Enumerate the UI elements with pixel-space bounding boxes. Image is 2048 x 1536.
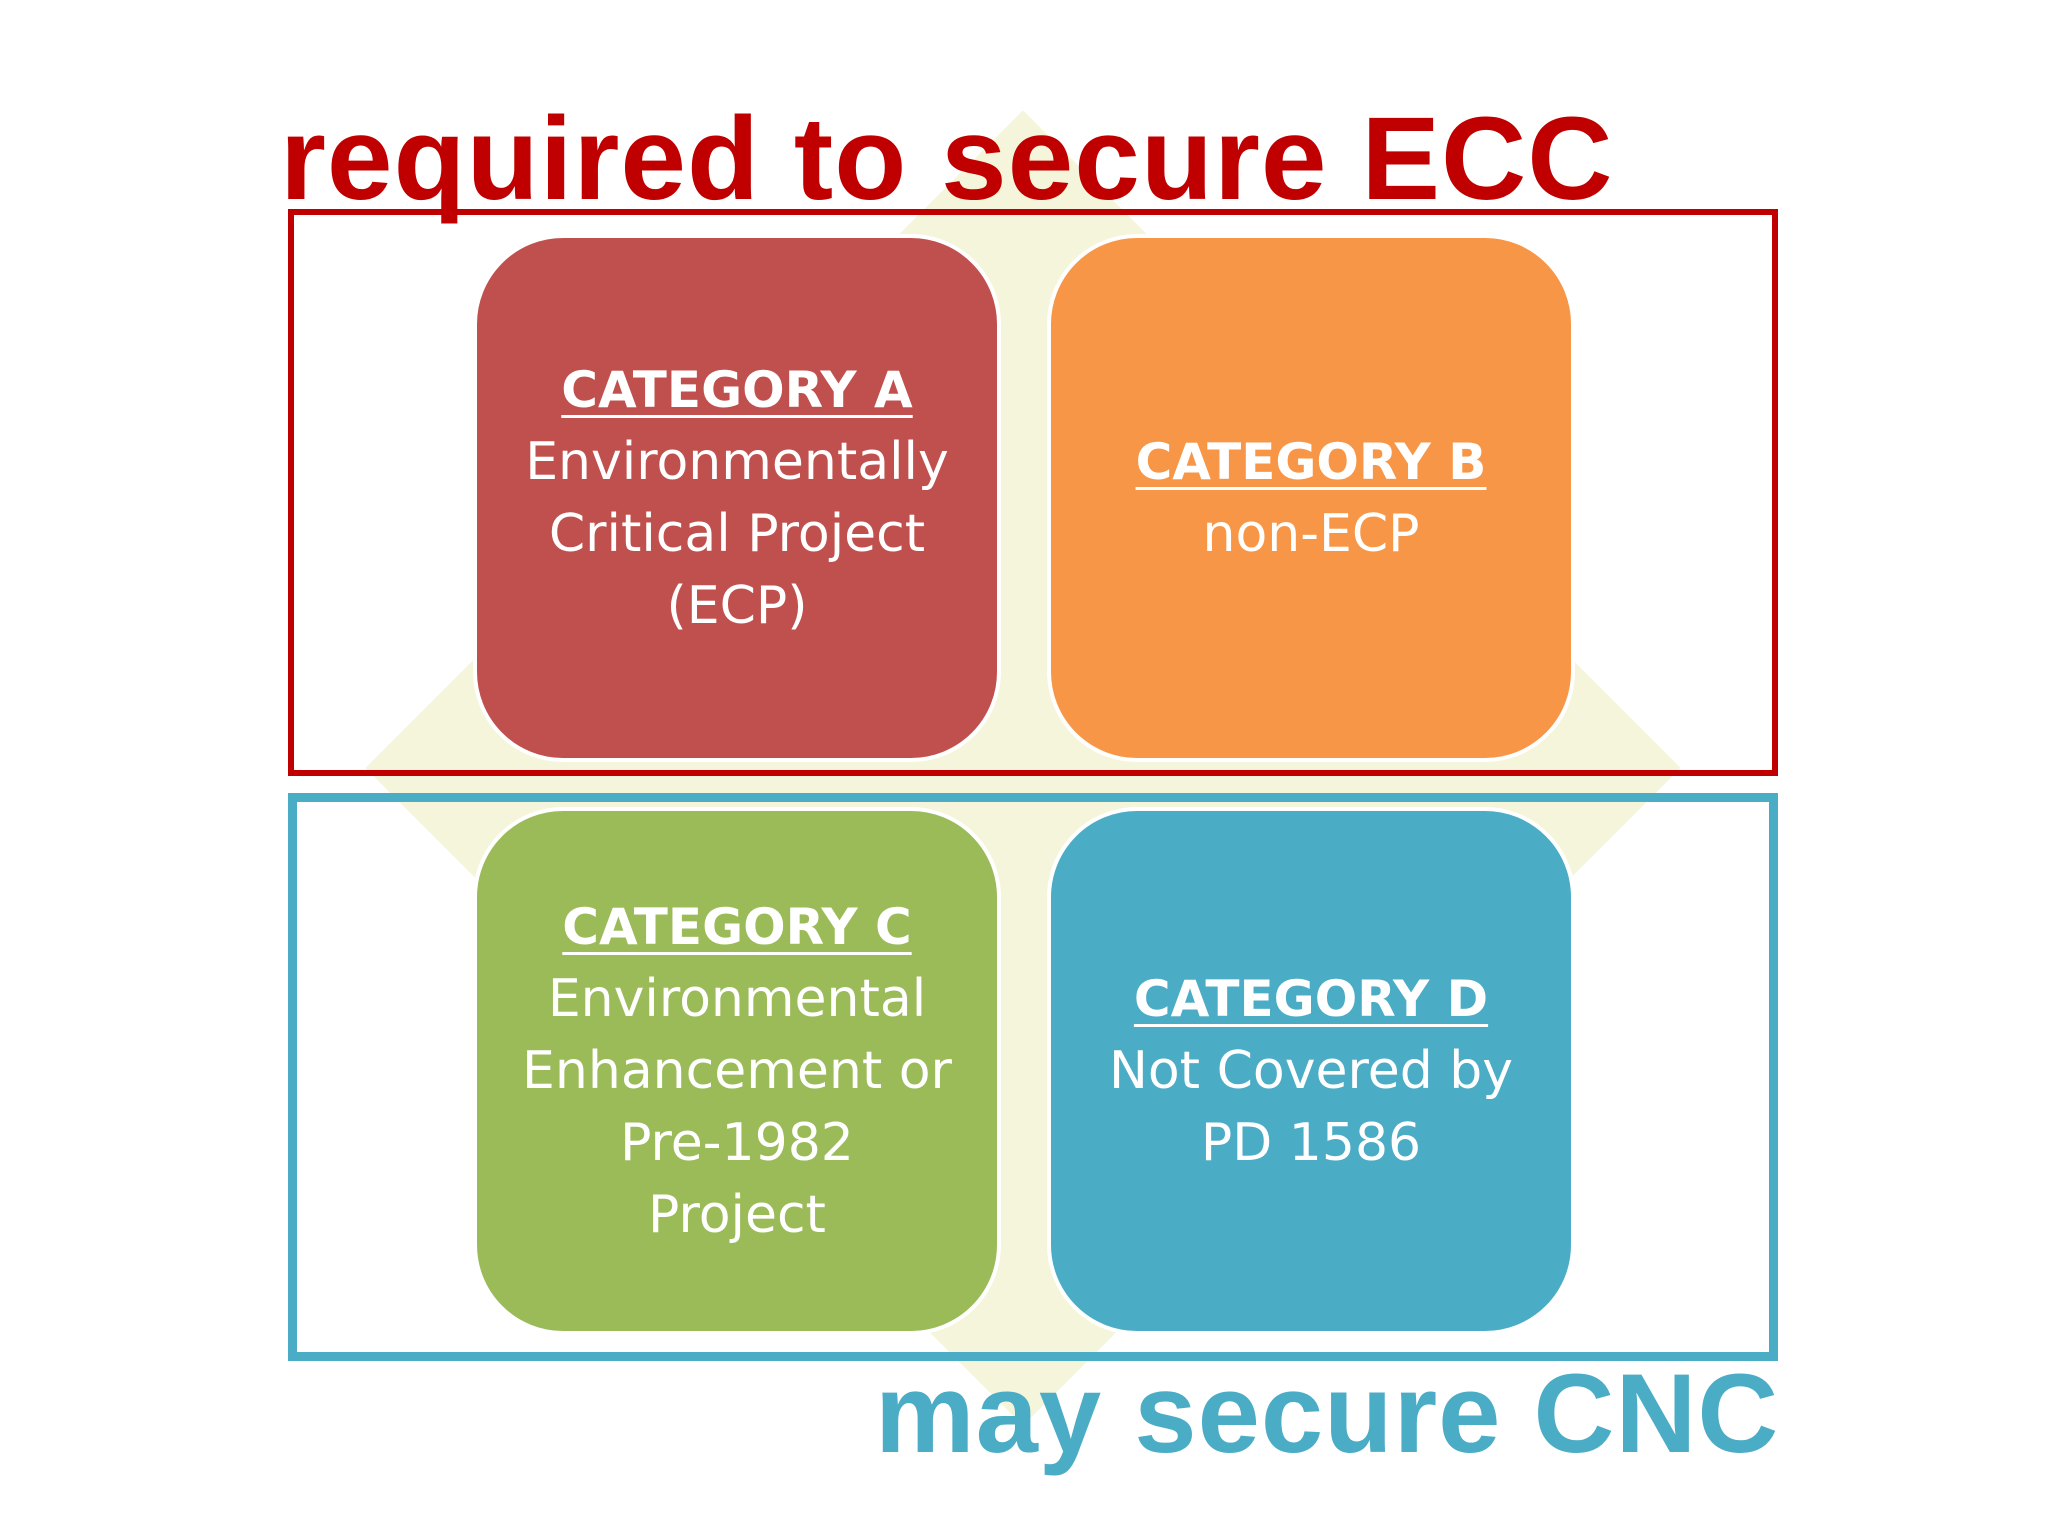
category-d-card: CATEGORY D Not Covered by PD 1586	[1047, 807, 1575, 1335]
category-d-line: Not Covered by	[1108, 1041, 1514, 1101]
ecc-group-frame	[288, 209, 1778, 776]
category-c-title: CATEGORY C	[562, 898, 912, 956]
category-b-card: CATEGORY B non-ECP	[1047, 234, 1575, 762]
category-b-description: non-ECP	[1202, 498, 1419, 570]
category-b-line: non-ECP	[1202, 504, 1420, 564]
category-d-title: CATEGORY D	[1133, 970, 1489, 1028]
category-a-line: Environmentally	[525, 432, 949, 492]
category-a-card: CATEGORY A Environmentally Critical Proj…	[473, 234, 1001, 762]
category-d-line: PD 1586	[1200, 1113, 1422, 1173]
ecc-requirement-heading: required to secure ECC	[280, 93, 1614, 225]
category-c-line: Environmental	[547, 969, 927, 1029]
category-a-line: (ECP)	[666, 576, 808, 636]
category-a-line: Critical Project	[548, 504, 926, 564]
category-c-description: Environmental Enhancement or Pre-1982 Pr…	[522, 963, 952, 1251]
category-d-description: Not Covered by PD 1586	[1109, 1035, 1513, 1179]
category-c-line: Pre-1982	[620, 1113, 854, 1173]
category-a-description: Environmentally Critical Project (ECP)	[525, 426, 949, 642]
category-c-line: Project	[648, 1185, 826, 1245]
cnc-group-frame	[288, 793, 1778, 1361]
category-a-title: CATEGORY A	[561, 361, 913, 419]
category-b-title: CATEGORY B	[1135, 433, 1487, 491]
category-c-line: Enhancement or	[522, 1041, 952, 1101]
category-c-card: CATEGORY C Environmental Enhancement or …	[473, 807, 1001, 1335]
cnc-option-heading: may secure CNC	[875, 1351, 1780, 1476]
